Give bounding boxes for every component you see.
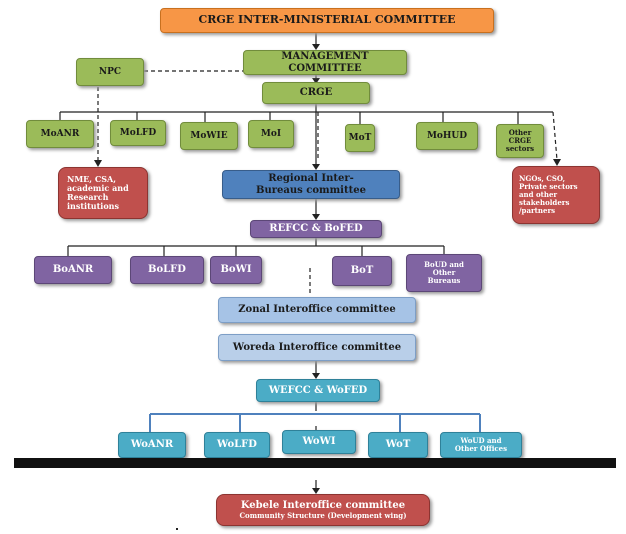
ministry-mowie: MoWIE: [180, 122, 238, 150]
office-wowi: WoWI: [282, 430, 356, 454]
ministry-moi: MoI: [248, 120, 294, 148]
office-woanr: WoANR: [118, 432, 186, 458]
bureau-bowi: BoWI: [210, 256, 262, 284]
ministry-mohud: MoHUD: [416, 122, 478, 150]
side-left-institutions: NME, CSA, academic and Research institut…: [58, 167, 148, 219]
ministry-moanr: MoANR: [26, 120, 94, 148]
ministry-molfd: MoLFD: [110, 120, 166, 146]
bureau-bolfd: BoLFD: [130, 256, 204, 284]
refcc-bofed: REFCC & BoFED: [250, 220, 382, 238]
wefcc-wofed: WEFCC & WoFED: [256, 379, 380, 402]
office-woud-other: WoUD and Other Offices: [440, 432, 522, 458]
kebele-title: Kebele Interoffice committee: [240, 500, 406, 512]
crge-inter-ministerial-committee: CRGE INTER-MINISTERIAL COMMITTEE: [160, 8, 494, 33]
zonal-interoffice-committee: Zonal Interoffice committee: [218, 297, 416, 323]
bureau-bot: BoT: [332, 256, 392, 286]
stray-dot: [176, 528, 178, 530]
regional-inter-bureaus-committee: Regional Inter-Bureaus committee: [222, 170, 400, 199]
woreda-interoffice-committee: Woreda Interoffice committee: [218, 334, 416, 361]
management-committee: MANAGEMENT COMMITTEE: [243, 50, 407, 75]
office-wolfd: WoLFD: [204, 432, 270, 458]
ministry-mot: MoT: [345, 124, 375, 152]
ministry-other-crge-sectors: Other CRGE sectors: [496, 124, 544, 158]
side-right-stakeholders: NGOs, CSO, Private sectors and other sta…: [512, 166, 600, 224]
office-wot: WoT: [368, 432, 428, 458]
crge-box: CRGE: [262, 82, 370, 104]
bureau-boud-other: BoUD and Other Bureaus: [406, 254, 482, 292]
kebele-interoffice-committee: Kebele Interoffice committee Community S…: [216, 494, 430, 526]
bureau-boanr: BoANR: [34, 256, 112, 284]
npc-box: NPC: [76, 58, 144, 86]
kebele-subtitle: Community Structure (Development wing): [239, 510, 407, 520]
black-band: [14, 458, 616, 468]
